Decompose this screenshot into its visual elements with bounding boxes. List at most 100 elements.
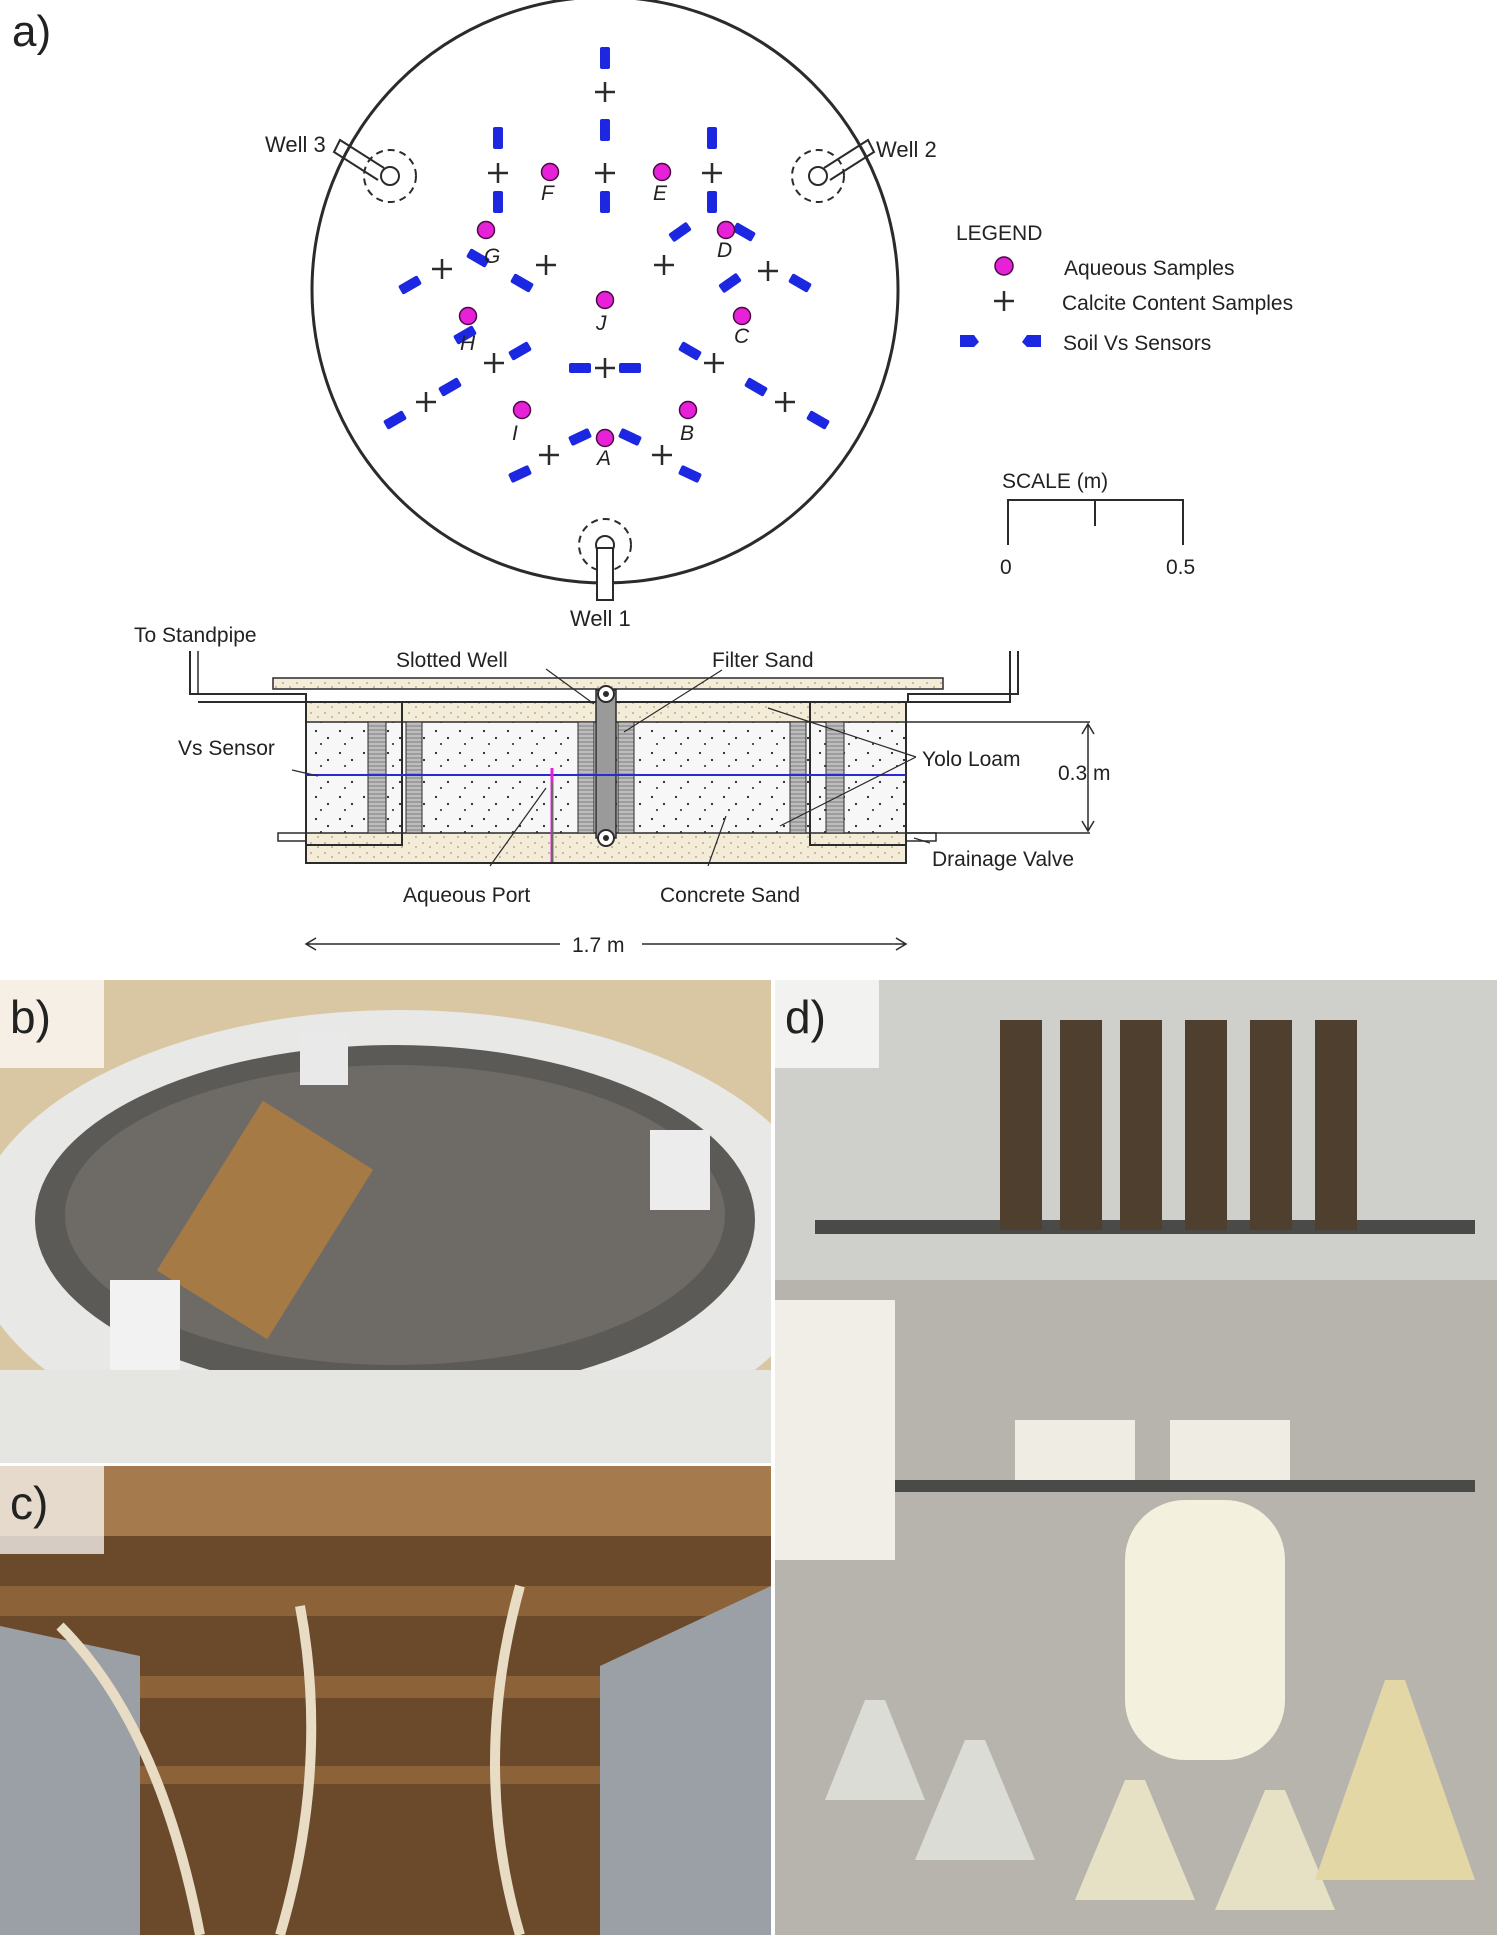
vs-sensor-marker [618, 428, 642, 446]
drainage-valve-label: Drainage Valve [932, 848, 1074, 871]
height-label: 0.3 m [1058, 762, 1111, 785]
well-2-label: Well 2 [876, 137, 937, 162]
width-dimension [304, 937, 908, 951]
side-chamber-right [809, 701, 907, 846]
calcite-sample-marker [775, 392, 795, 412]
aqueous-sample-marker [678, 400, 698, 420]
vs-sensor-marker [510, 273, 534, 293]
panel-label-b: b) [10, 991, 51, 1043]
vs-sensor-marker [788, 273, 812, 293]
concrete-sand-label: Concrete Sand [660, 884, 800, 907]
calcite-sample-markers [416, 82, 795, 465]
vs-sensor-marker [438, 377, 462, 397]
column-setup-photo-illustration [775, 980, 1497, 1935]
standpipe-left [189, 651, 307, 703]
aqueous-sample-marker [512, 400, 532, 420]
scale-bar [1007, 499, 1184, 545]
vs-sensor-marker [383, 410, 407, 430]
vs-sensor-marker [678, 465, 702, 483]
cross-section [189, 651, 1095, 951]
vs-sensor-marker [806, 410, 830, 430]
well-1-plan [578, 518, 632, 601]
calcite-sample-marker [702, 163, 722, 183]
scale-max-label: 0.5 [1166, 556, 1195, 579]
aqueous-sample-letter: J [595, 312, 607, 335]
scale-min-label: 0 [1000, 556, 1012, 579]
photo-tank-underside: c) [0, 1466, 771, 1935]
underside-photo-illustration [0, 1466, 771, 1935]
calcite-sample-marker [484, 353, 504, 373]
calcite-sample-marker [595, 358, 615, 378]
aqueous-sample-letter: D [717, 239, 732, 262]
calcite-sample-marker [652, 445, 672, 465]
vs-sensor-marker [398, 275, 422, 295]
well-3-label: Well 3 [265, 132, 326, 157]
filter-sand-right-inner [789, 721, 807, 834]
vs-sensor-marker [619, 363, 641, 373]
legend-aqueous-symbol [994, 256, 1014, 276]
vs-sensor-marker [493, 191, 503, 213]
aqueous-port-label: Aqueous Port [403, 884, 530, 907]
vs-sensor-marker [466, 248, 490, 268]
photo-column-setup: d) [775, 980, 1497, 1935]
aqueous-sample-letter: H [460, 332, 476, 355]
calcite-sample-marker [488, 163, 508, 183]
to-standpipe-label: To Standpipe [134, 624, 257, 647]
scale-title: SCALE (m) [1002, 470, 1108, 493]
filter-sand-left-inner [405, 721, 423, 834]
tank-top-photo-illustration [0, 980, 771, 1463]
aqueous-sample-marker [458, 306, 478, 326]
photo-tank-top-view: b) [0, 980, 771, 1463]
legend-sensor-symbol-left [960, 335, 979, 347]
vs-sensor-marker [569, 363, 591, 373]
filter-sand-center-left [577, 721, 595, 834]
calcite-sample-marker [704, 353, 724, 373]
legend-sensor-label: Soil Vs Sensors [1063, 332, 1211, 355]
calcite-sample-marker [539, 445, 559, 465]
well-1-label: Well 1 [570, 606, 631, 631]
slotted-well-label: Slotted Well [396, 649, 508, 672]
yolo-loam-label: Yolo Loam [922, 748, 1020, 771]
vs-sensor-marker [600, 119, 610, 141]
calcite-sample-marker [595, 82, 615, 102]
calcite-sample-marker [416, 392, 436, 412]
calcite-sample-marker [595, 163, 615, 183]
calcite-sample-marker [758, 261, 778, 281]
vs-sensor-marker [718, 273, 742, 293]
filter-sand-label: Filter Sand [712, 649, 814, 672]
vs-sensor-label: Vs Sensor [178, 737, 275, 760]
aqueous-sample-letter: B [680, 422, 694, 445]
aqueous-sample-letter: C [734, 325, 750, 348]
calcite-sample-marker [536, 255, 556, 275]
aqueous-sample-marker [595, 428, 615, 448]
aqueous-sample-marker [595, 290, 615, 310]
aqueous-sample-marker [652, 162, 672, 182]
aqueous-sample-letter: E [653, 182, 668, 205]
calcite-sample-marker [432, 259, 452, 279]
legend-calcite-label: Calcite Content Samples [1062, 292, 1293, 315]
vs-sensor-marker [600, 191, 610, 213]
aqueous-sample-marker [540, 162, 560, 182]
vs-sensor-marker [707, 191, 717, 213]
drain-pipe-left [277, 832, 309, 842]
aqueous-sample-letter: I [512, 422, 518, 445]
well-3-plan [332, 138, 417, 203]
aqueous-sample-marker [476, 220, 496, 240]
vs-sensor-marker [678, 341, 702, 361]
width-label: 1.7 m [572, 934, 625, 957]
well-2-plan [791, 138, 876, 203]
calcite-sample-marker [654, 255, 674, 275]
aqueous-sample-marker [716, 220, 736, 240]
panel-label-c: c) [10, 1477, 49, 1529]
legend-title: LEGEND [956, 222, 1042, 245]
vs-sensor-marker [493, 127, 503, 149]
vs-sensor-marker [453, 325, 477, 345]
aqueous-sample-letter: A [595, 447, 611, 470]
vs-sensor-marker [707, 127, 717, 149]
legend-calcite-symbol [994, 291, 1014, 311]
vs-sensor-marker [600, 47, 610, 69]
aqueous-sample-letter: F [541, 182, 555, 205]
legend-sensor-symbol-right [1022, 335, 1041, 347]
